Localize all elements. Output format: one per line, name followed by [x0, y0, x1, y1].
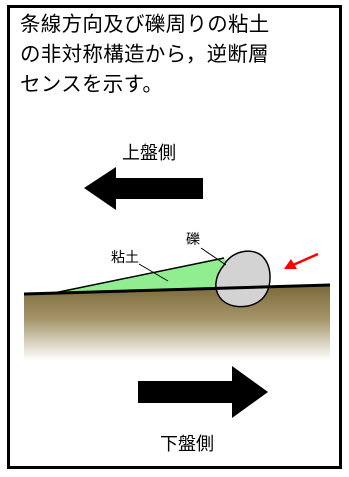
- gravel-leader-line: [200, 247, 227, 266]
- footwall-label: 下盤側: [160, 434, 214, 455]
- footwall-arrow-icon: [138, 366, 268, 418]
- clay-label: 粘土: [111, 250, 139, 266]
- caption: 条線方向及び礫周りの粘土 の非対称構造から，逆断層 センスを示す。: [20, 9, 330, 99]
- gravel-clast: [215, 250, 271, 308]
- clay-top-edge: [53, 257, 225, 294]
- clay-wedge: [54, 258, 246, 293]
- caption-line-2: の非対称構造から，逆断層: [20, 42, 269, 66]
- caption-line-3: センスを示す。: [20, 72, 164, 96]
- hanging-wall-label: 上盤側: [122, 143, 176, 164]
- clay-leader-line: [138, 263, 169, 282]
- ground-block: [24, 285, 330, 360]
- caption-line-1: 条線方向及び礫周りの粘土: [20, 12, 270, 36]
- gravel-label: 礫: [186, 232, 200, 248]
- hanging-wall-arrow-icon: [84, 167, 203, 210]
- pointer-arrow-shaft: [292, 252, 319, 267]
- fault-surface-line: [23, 283, 331, 296]
- pointer-arrow-icon: [284, 259, 297, 269]
